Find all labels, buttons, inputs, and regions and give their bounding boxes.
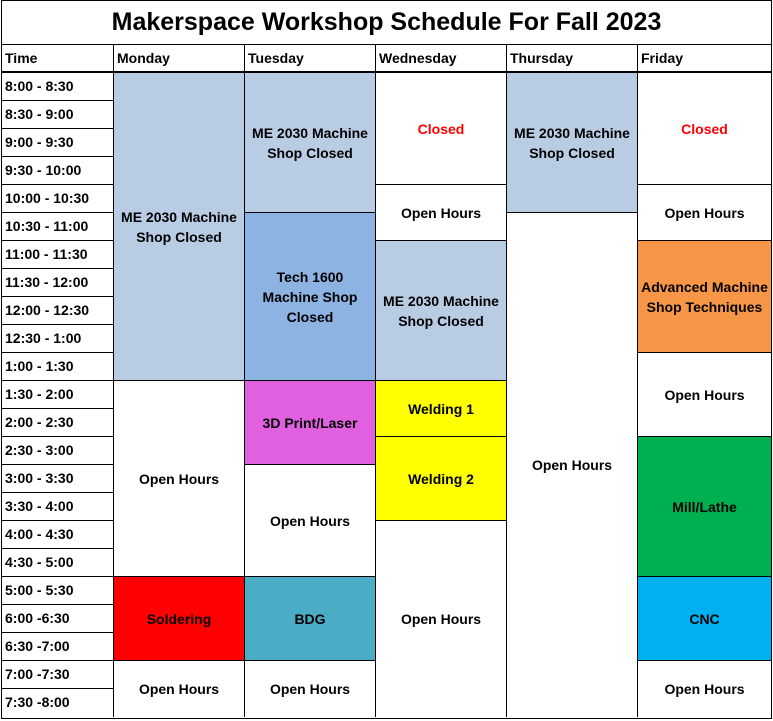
- header-thursday: Thursday: [507, 45, 638, 73]
- time-slot: 8:00 - 8:30: [2, 73, 114, 101]
- time-slot: 7:30 -8:00: [2, 689, 114, 717]
- schedule-block: Open Hours: [507, 213, 638, 717]
- schedule-block: Open Hours: [638, 185, 771, 241]
- schedule-block: Welding 2: [376, 437, 507, 521]
- time-slot: 4:30 - 5:00: [2, 549, 114, 577]
- time-slot: 3:00 - 3:30: [2, 465, 114, 493]
- header-monday: Monday: [114, 45, 245, 73]
- time-slot: 9:30 - 10:00: [2, 157, 114, 185]
- schedule-block: Open Hours: [114, 381, 245, 577]
- time-slot: 4:00 - 4:30: [2, 521, 114, 549]
- time-slot: 7:00 -7:30: [2, 661, 114, 689]
- header-wednesday: Wednesday: [376, 45, 507, 73]
- schedule-block: 3D Print/Laser: [245, 381, 376, 465]
- schedule-block: ME 2030 Machine Shop Closed: [376, 241, 507, 381]
- schedule-block: Closed: [638, 73, 771, 185]
- header-tuesday: Tuesday: [245, 45, 376, 73]
- schedule-block: Mill/Lathe: [638, 437, 771, 577]
- header-time: Time: [2, 45, 114, 73]
- schedule-block: CNC: [638, 577, 771, 661]
- schedule-block: Open Hours: [638, 353, 771, 437]
- time-slot: 12:30 - 1:00: [2, 325, 114, 353]
- time-slot: 8:30 - 9:00: [2, 101, 114, 129]
- schedule-block: Open Hours: [376, 521, 507, 717]
- time-slot: 10:00 - 10:30: [2, 185, 114, 213]
- schedule-block: Tech 1600 Machine Shop Closed: [245, 213, 376, 381]
- time-slot: 2:30 - 3:00: [2, 437, 114, 465]
- schedule-block: Welding 1: [376, 381, 507, 437]
- time-slot: 1:30 - 2:00: [2, 381, 114, 409]
- time-slot: 9:00 - 9:30: [2, 129, 114, 157]
- schedule-block: ME 2030 Machine Shop Closed: [507, 73, 638, 213]
- time-slot: 6:00 -6:30: [2, 605, 114, 633]
- time-slot: 2:00 - 2:30: [2, 409, 114, 437]
- schedule-block: Advanced Machine Shop Techniques: [638, 241, 771, 353]
- schedule-block: ME 2030 Machine Shop Closed: [245, 73, 376, 213]
- time-slot: 5:00 - 5:30: [2, 577, 114, 605]
- time-slot: 10:30 - 11:00: [2, 213, 114, 241]
- schedule-block: Open Hours: [376, 185, 507, 241]
- schedule-title: Makerspace Workshop Schedule For Fall 20…: [2, 1, 771, 45]
- time-slot: 11:00 - 11:30: [2, 241, 114, 269]
- time-slot: 3:30 - 4:00: [2, 493, 114, 521]
- header-friday: Friday: [638, 45, 771, 73]
- time-slot: 6:30 -7:00: [2, 633, 114, 661]
- schedule-block: ME 2030 Machine Shop Closed: [114, 73, 245, 381]
- time-slot: 11:30 - 12:00: [2, 269, 114, 297]
- schedule-block: Open Hours: [114, 661, 245, 717]
- schedule-block: BDG: [245, 577, 376, 661]
- schedule-block: Closed: [376, 73, 507, 185]
- time-slot: 12:00 - 12:30: [2, 297, 114, 325]
- time-slot: 1:00 - 1:30: [2, 353, 114, 381]
- schedule-block: Open Hours: [245, 465, 376, 577]
- schedule-block: Open Hours: [638, 661, 771, 717]
- schedule-block: Open Hours: [245, 661, 376, 717]
- schedule-block: Soldering: [114, 577, 245, 661]
